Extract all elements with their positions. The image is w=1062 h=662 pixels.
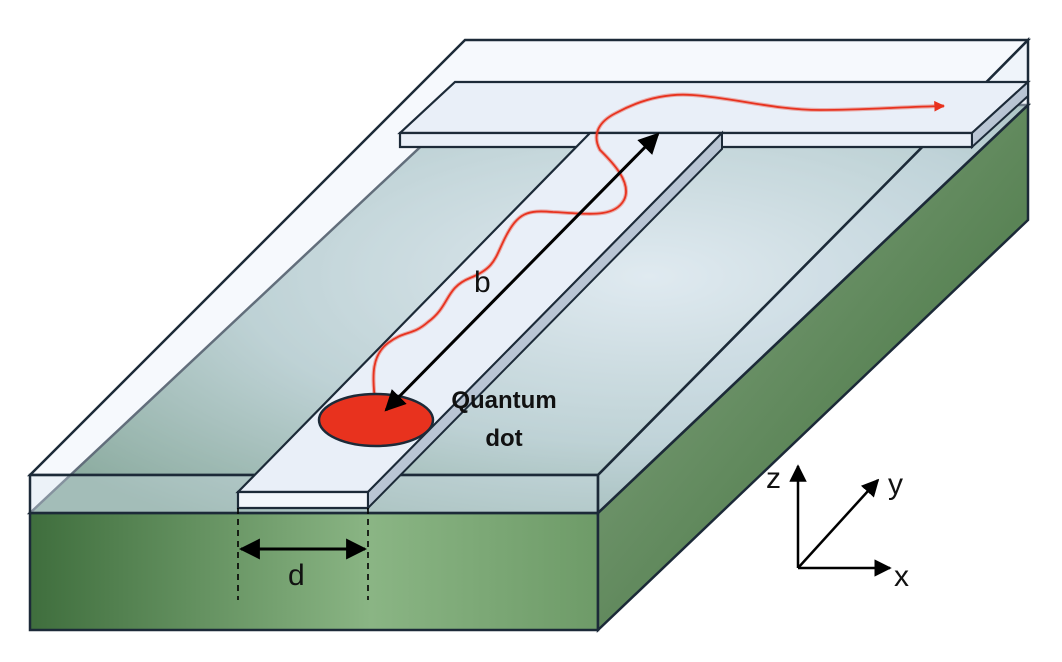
z-axis-label: z [766,462,781,495]
width-label: d [288,559,305,592]
waveguide-crossbar-side [971,79,1029,150]
cladding-side-face [596,36,1030,516]
x-axis-label: x [894,560,909,593]
substrate-front-face [28,511,600,632]
coordinate-axes: z y x [766,462,909,593]
width-dimension [237,508,369,600]
y-axis-label: y [888,468,903,501]
y-axis [797,478,880,569]
waveguide-stem-front [236,490,370,510]
quantum-dot-label-line1: Quantum [451,387,556,414]
length-label: b [474,266,491,299]
length-arrow [384,132,660,412]
quantum-dot [317,392,435,448]
quantum-dot-label-line2: dot [485,425,522,452]
